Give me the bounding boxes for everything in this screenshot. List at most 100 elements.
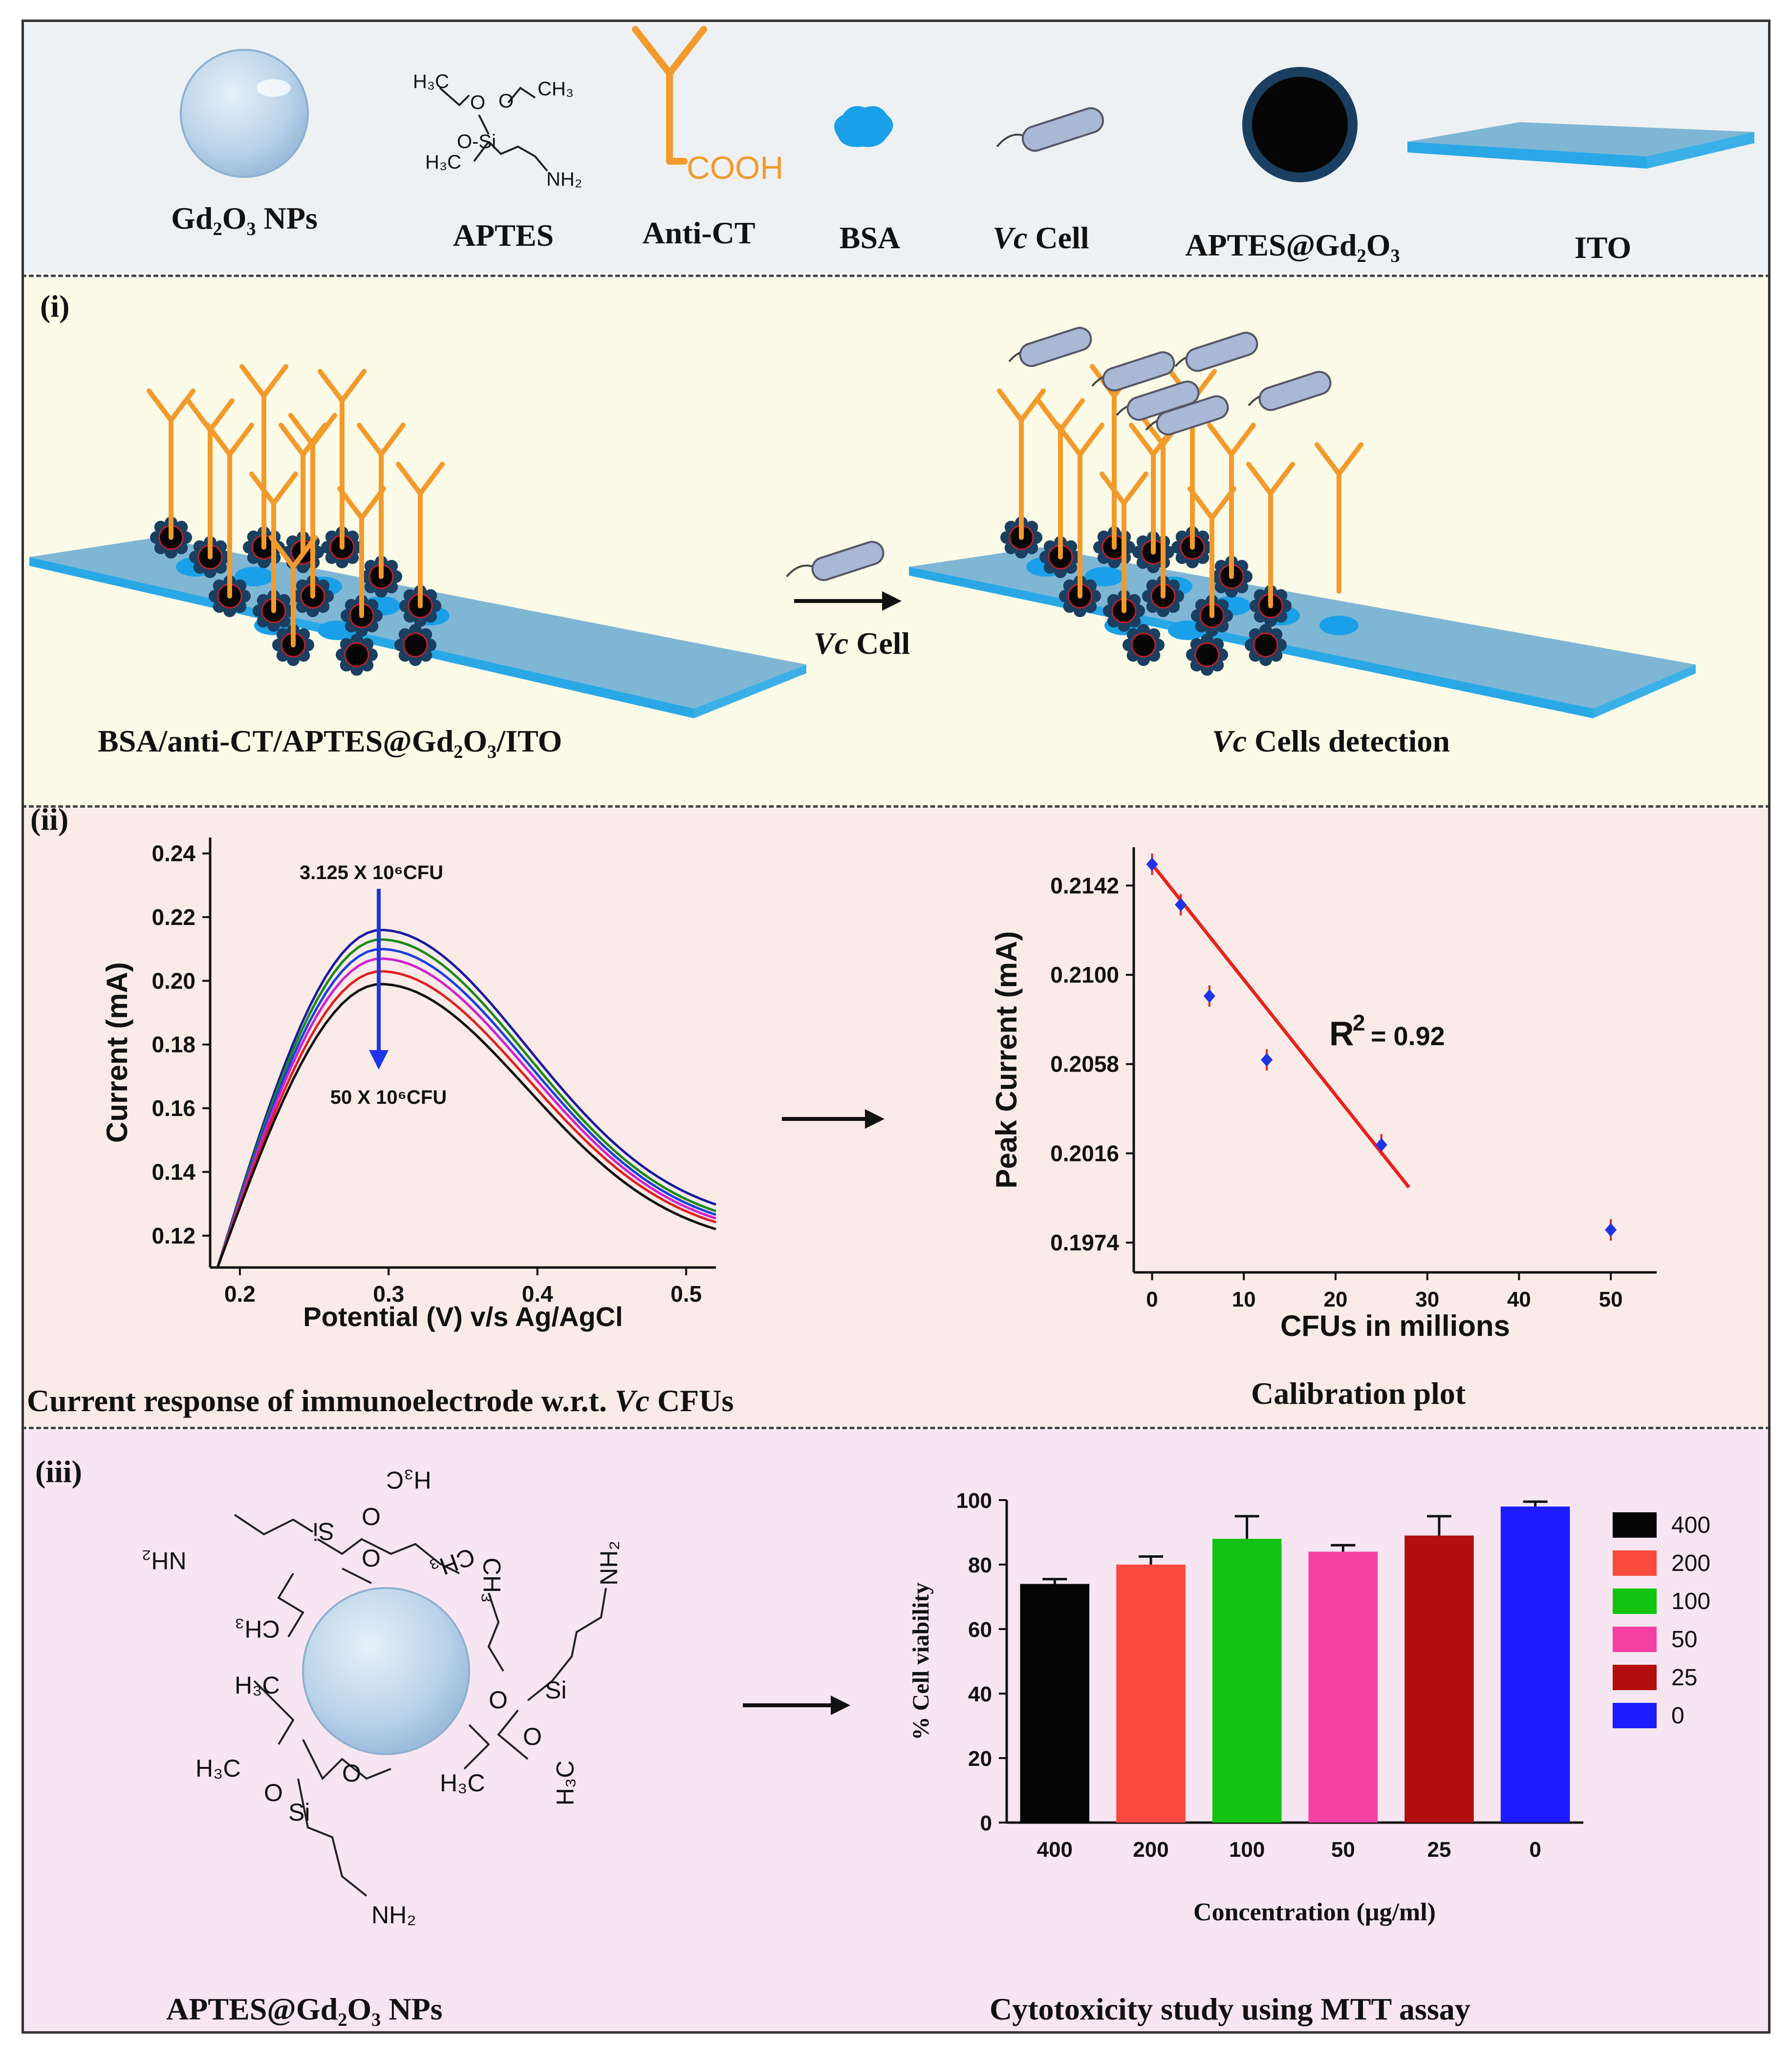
antibody xyxy=(1315,442,1363,594)
aptes-molecule-icon xyxy=(439,86,548,172)
cal-y-tick-label: 0.1974 xyxy=(1050,1230,1119,1255)
particle-core xyxy=(403,632,428,658)
gd2o3-np-icon xyxy=(180,49,309,178)
bsa-blob xyxy=(1319,616,1359,635)
panel-iii-tag: (iii) xyxy=(35,1454,82,1489)
panel-ii-right-caption: Calibration plot xyxy=(1251,1376,1466,1411)
cv-x-tick-label: 0.2 xyxy=(224,1281,256,1307)
cal-x-tick-label: 10 xyxy=(1232,1288,1256,1311)
antibody xyxy=(249,472,298,613)
vc-cell xyxy=(1258,370,1332,411)
right-electrode xyxy=(909,547,1696,718)
legend-label-100: 100 xyxy=(1671,1589,1710,1614)
antibody xyxy=(396,462,445,608)
panel-iii-left-caption: APTES@Gd₂O₃ NPs xyxy=(166,1992,443,2026)
panel-ii-band xyxy=(22,808,1770,1427)
vc-cell xyxy=(1102,351,1175,392)
cv-y-tick-label: 0.14 xyxy=(151,1159,195,1184)
cv-series-line-0 xyxy=(216,928,716,1268)
cal-x-tick-label: 50 xyxy=(1599,1288,1623,1311)
legend-label-gd2o3: Gd₂O₃ NPs xyxy=(171,201,318,236)
legend-swatch-0 xyxy=(1613,1703,1657,1728)
antibody xyxy=(1100,472,1148,613)
legend-label-vc-cell: Vc Cell xyxy=(993,220,1089,255)
cal-point-0 xyxy=(1146,857,1158,871)
cv-x-label: Potential (V) v/s Ag/AgCl xyxy=(303,1301,623,1332)
panel-ii-arrow xyxy=(782,1109,885,1129)
legend-label-ito: ITO xyxy=(1574,230,1632,265)
bar-y-tick-label: 100 xyxy=(956,1489,992,1513)
cv-y-tick-label: 0.22 xyxy=(151,904,195,930)
aptes-h3c-a: H₃C xyxy=(413,71,450,92)
cal-x-tick-label: 0 xyxy=(1146,1288,1158,1311)
bar-100 xyxy=(1212,1539,1282,1823)
antibody xyxy=(357,423,406,579)
cv-y-label: Current (mA) xyxy=(101,962,133,1143)
bsa-icon xyxy=(834,106,893,147)
cv-x-tick-label: 0.3 xyxy=(373,1281,404,1307)
panel-iii-right-caption: Cytotoxicity study using MTT assay xyxy=(990,1992,1470,2026)
cal-fit-line xyxy=(1150,863,1410,1189)
bar-x-tick-label: 0 xyxy=(1529,1838,1541,1862)
cal-y-label: Peak Current (mA) xyxy=(990,931,1023,1189)
r2-label: R xyxy=(1329,1014,1354,1052)
panel-ii-tag: (ii) xyxy=(30,802,69,837)
antibody xyxy=(1036,398,1085,559)
struct-o-4: O xyxy=(523,1723,542,1750)
antibody xyxy=(205,423,254,599)
struct-h3c-5: H₃C xyxy=(440,1769,485,1797)
cv-y-tick-label: 0.24 xyxy=(151,841,195,866)
particle-core xyxy=(1131,632,1156,658)
struct-o-3: O xyxy=(489,1686,508,1714)
cal-point-5 xyxy=(1605,1223,1617,1237)
cv-x-tick-label: 0.5 xyxy=(670,1281,702,1307)
cal-y-tick-label: 0.2016 xyxy=(1050,1140,1119,1166)
bar-x-tick-label: 25 xyxy=(1427,1838,1451,1862)
cv-trend-arrow-head xyxy=(369,1050,389,1070)
legend-swatch-25 xyxy=(1613,1665,1657,1690)
struct-h3c-2: H₃C xyxy=(235,1672,280,1699)
bar-y-tick-label: 40 xyxy=(968,1682,992,1706)
legend-label-25: 25 xyxy=(1671,1665,1697,1691)
divider-3 xyxy=(22,1427,1770,1429)
left-immobilized-layer xyxy=(147,364,450,676)
vc-cell xyxy=(1126,380,1200,421)
struct-si-2: Si xyxy=(545,1676,567,1704)
r2-superscript: 2 xyxy=(1353,1010,1365,1035)
struct-o-2: O xyxy=(362,1545,381,1572)
struct-nh2-3: NH₂ xyxy=(371,1901,416,1929)
legend-label-bsa: BSA xyxy=(839,220,901,255)
legend-swatch-200 xyxy=(1613,1550,1657,1576)
legend-swatch-400 xyxy=(1613,1512,1657,1538)
panel-iii-band xyxy=(22,1430,1770,2034)
structure-np-icon xyxy=(302,1587,470,1755)
cv-series-line-3 xyxy=(216,957,716,1268)
vc-cell xyxy=(1185,331,1258,372)
aptes-o-si: O-Si xyxy=(457,131,496,152)
bar-50 xyxy=(1308,1551,1378,1823)
bar-x-tick-label: 50 xyxy=(1331,1838,1355,1862)
panel-i-arrow xyxy=(786,540,902,611)
cal-point-3 xyxy=(1261,1053,1273,1067)
cooh-label: COOH xyxy=(687,150,783,186)
antibody xyxy=(997,388,1046,540)
divider-2 xyxy=(22,805,1770,808)
legend-graphics xyxy=(180,26,1754,182)
panel-i-tag: (i) xyxy=(40,289,70,323)
legend-label-200: 200 xyxy=(1671,1550,1710,1576)
particle-core xyxy=(344,642,369,667)
cal-point-4 xyxy=(1375,1138,1387,1152)
panel-i-left-caption: BSA/anti-CT/APTES@Gd₂O₃/ITO xyxy=(98,724,562,758)
anti-ct-icon xyxy=(632,26,707,165)
bar-y-tick-label: 80 xyxy=(968,1553,992,1577)
cv-series-line-2 xyxy=(216,947,716,1268)
cv-series-line-5 xyxy=(216,983,716,1268)
aptes-nh2: NH₂ xyxy=(546,169,583,190)
bar-y-label: % Cell viability xyxy=(908,1583,934,1740)
particle-core xyxy=(1253,632,1278,658)
antibody xyxy=(1056,423,1104,599)
bar-x-tick-label: 100 xyxy=(1229,1838,1265,1862)
